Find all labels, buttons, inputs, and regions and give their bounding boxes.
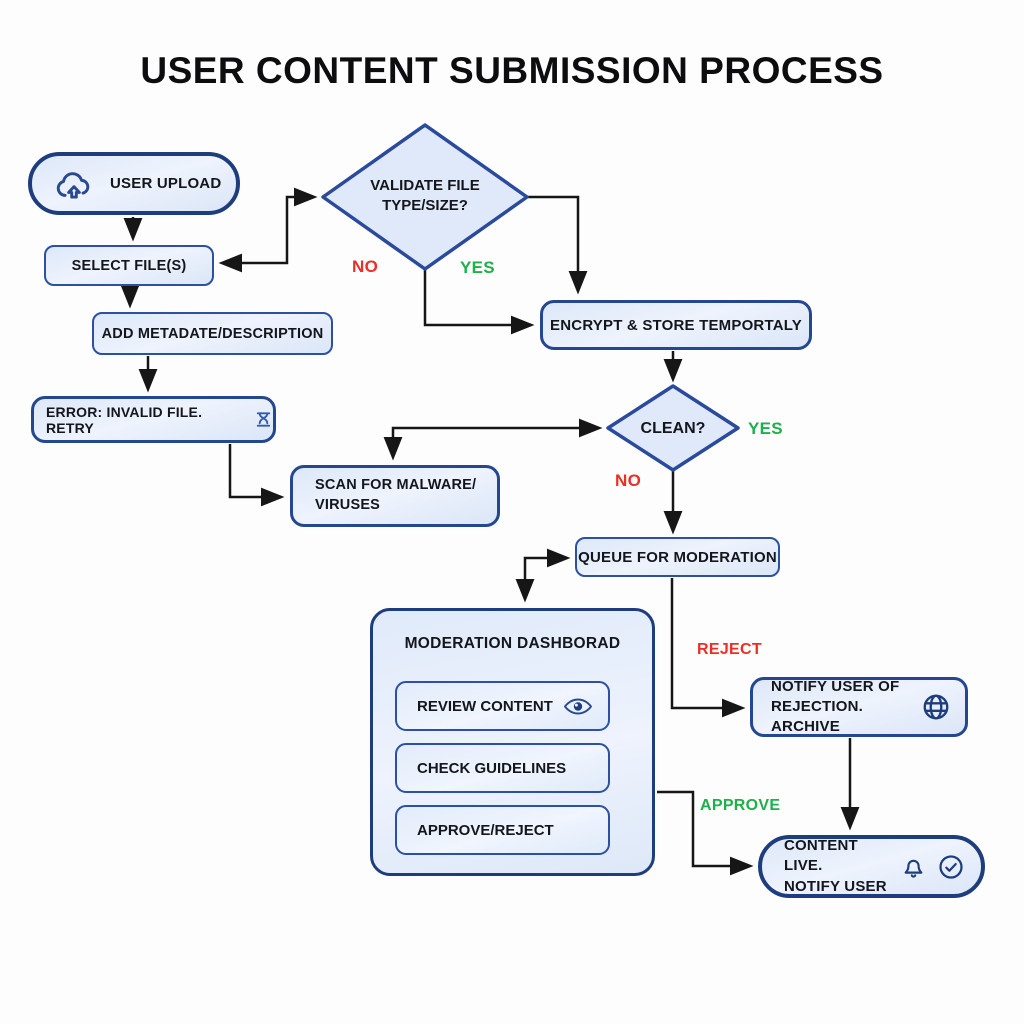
node-queue-moderation: QUEUE FOR MODERATION [575, 537, 780, 577]
node-select-files: SELECT FILE(S) [44, 245, 214, 286]
node-encrypt-store: ENCRYPT & STORE TEMPORTALY [540, 300, 812, 350]
label-clean-no: NO [615, 471, 642, 490]
node-content-live: CONTENT LIVE. NOTIFY USER [758, 835, 985, 898]
decision-validate-label: VALIDATE FILE TYPE/SIZE? [370, 177, 480, 215]
decision-clean-diamond [606, 384, 740, 472]
label-clean-yes: YES [748, 419, 783, 438]
globe-icon [923, 694, 949, 720]
label-approve: APPROVE [700, 797, 781, 814]
dash-item-check-guidelines: CHECK GUIDELINES [395, 743, 610, 793]
dash-item-approve-reject: APPROVE/REJECT [395, 805, 610, 855]
cloud-upload-icon [56, 171, 90, 199]
node-user-upload: USER UPLOAD [28, 152, 240, 215]
decision-clean-label: CLEAN? [640, 420, 706, 437]
node-error-retry: ERROR: INVALID FILE. RETRY [31, 396, 276, 443]
edge-scan-clean [383, 418, 603, 461]
hourglass-icon [256, 412, 271, 427]
edge-queue-dashboard [515, 548, 571, 603]
node-add-metadata: ADD METADATE/DESCRIPTION [92, 312, 333, 355]
node-notify-rejection: NOTIFY USER OF REJECTION. ARCHIVE [750, 677, 968, 737]
eye-icon [563, 698, 592, 714]
bell-icon [904, 859, 923, 878]
edge-approve-to-live [657, 790, 754, 876]
label-validate-yes: YES [460, 258, 495, 277]
edge-reject-to-notify [670, 578, 746, 718]
node-moderation-dashboard: MODERATION DASHBORAD REVIEW CONTENT CHEC… [370, 608, 655, 876]
check-circle-icon [939, 854, 963, 879]
edge-select-validate [218, 187, 318, 273]
moderation-dashboard-title: MODERATION DASHBORAD [404, 635, 621, 652]
node-user-upload-label: USER UPLOAD [110, 175, 222, 192]
node-scan-malware: SCAN FOR MALWARE/ VIRUSES [290, 465, 500, 527]
edge-error-to-scan [228, 444, 285, 507]
label-reject: REJECT [697, 641, 762, 658]
decision-validate-diamond [321, 123, 529, 271]
edge-validate-right-to-encrypt [528, 195, 588, 295]
page-title: USER CONTENT SUBMISSION PROCESS [140, 50, 884, 91]
edge-validate-bottom-to-encrypt [423, 270, 535, 335]
dash-item-review-content: REVIEW CONTENT [395, 681, 610, 731]
label-validate-no: NO [352, 257, 379, 276]
moderation-dashboard-items: REVIEW CONTENT CHECK GUIDELINES APPROVE/… [395, 681, 610, 855]
